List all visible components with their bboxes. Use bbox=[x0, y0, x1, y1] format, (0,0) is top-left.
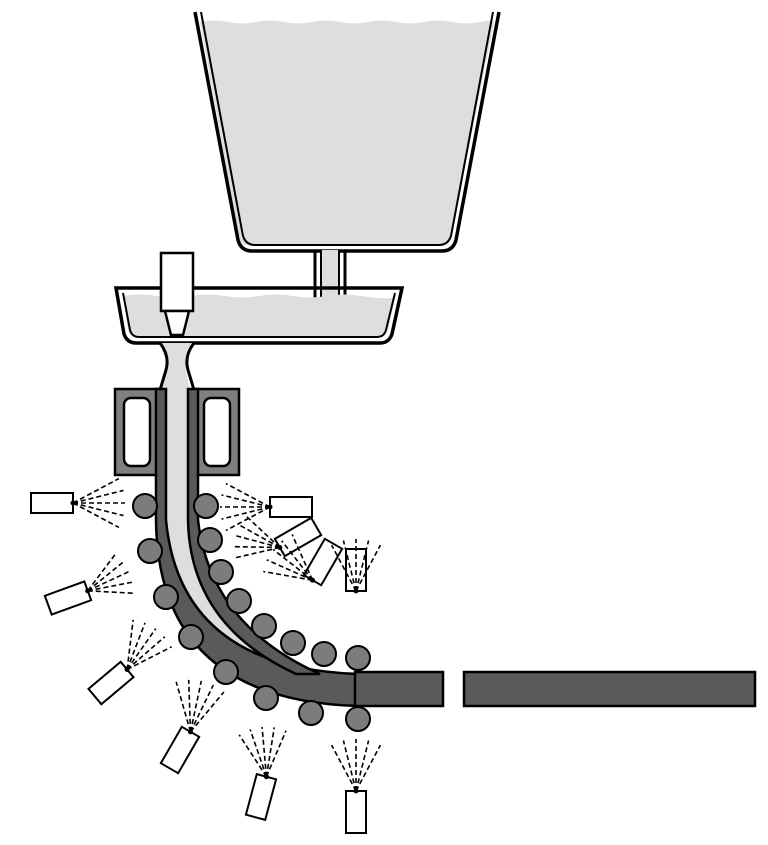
strand-inner-shell bbox=[186, 387, 321, 676]
mould-right-cooling-channel bbox=[202, 396, 232, 468]
spray-jet bbox=[330, 744, 357, 792]
spray-nozzle-body bbox=[345, 790, 367, 834]
spray-jet bbox=[237, 523, 281, 549]
spray-jet bbox=[330, 544, 357, 592]
spray-jet bbox=[221, 506, 271, 520]
spray-jet bbox=[355, 544, 382, 592]
spray-nozzle-body bbox=[273, 516, 323, 558]
spray-jet bbox=[244, 514, 281, 549]
strand-solid-section bbox=[353, 670, 445, 708]
support-roll bbox=[226, 588, 252, 614]
spray-jet bbox=[265, 727, 276, 777]
spray-jet bbox=[72, 502, 120, 529]
tundish-inner-wall bbox=[122, 292, 396, 338]
tundish bbox=[113, 251, 405, 345]
spray-jet bbox=[261, 726, 268, 777]
support-roll bbox=[178, 624, 204, 650]
spray-jet bbox=[126, 636, 166, 671]
spray-jet bbox=[272, 548, 313, 581]
spray-nozzle-body bbox=[43, 580, 93, 616]
spray-jet bbox=[355, 744, 382, 792]
support-roll bbox=[193, 493, 219, 519]
support-roll bbox=[280, 630, 306, 656]
support-roll bbox=[132, 493, 158, 519]
spray-nozzle bbox=[238, 726, 287, 822]
support-roll bbox=[153, 584, 179, 610]
support-roll bbox=[298, 700, 324, 726]
spray-jet bbox=[225, 482, 271, 508]
spray-jet bbox=[126, 628, 157, 670]
spray-nozzle-body bbox=[30, 492, 74, 514]
ladle-liquid-steel bbox=[200, 20, 494, 245]
spray-jet bbox=[233, 534, 281, 549]
stopper-rod bbox=[159, 251, 195, 337]
spray-nozzle bbox=[330, 539, 382, 594]
spray-nozzle bbox=[30, 477, 125, 529]
support-roll bbox=[213, 659, 239, 685]
spray-nozzles bbox=[30, 477, 382, 834]
spray-nozzle bbox=[159, 679, 225, 775]
spray-nozzle-body bbox=[159, 725, 201, 775]
support-rolls bbox=[132, 493, 371, 732]
spray-jet bbox=[281, 540, 314, 581]
spray-jet bbox=[221, 494, 271, 508]
spray-jet bbox=[187, 679, 192, 732]
spray-jet bbox=[263, 570, 313, 581]
spray-jet bbox=[342, 740, 357, 792]
spray-jet bbox=[266, 559, 313, 581]
spray-jet bbox=[355, 540, 370, 592]
cut-slab bbox=[462, 670, 757, 708]
support-roll bbox=[137, 538, 163, 564]
spray-jet bbox=[232, 546, 280, 560]
spray-nozzle-body bbox=[244, 772, 278, 822]
spray-jet bbox=[342, 540, 357, 592]
spray-nozzle bbox=[43, 553, 134, 616]
spray-nozzle bbox=[87, 619, 173, 706]
spray-nozzle bbox=[220, 482, 313, 532]
spray-jet bbox=[72, 489, 124, 504]
ladle bbox=[193, 11, 501, 316]
strand bbox=[154, 387, 445, 708]
spray-jet bbox=[189, 680, 203, 732]
support-roll bbox=[251, 613, 277, 639]
spray-jet bbox=[87, 553, 117, 592]
spray-jet bbox=[72, 502, 124, 517]
spray-nozzle bbox=[263, 534, 344, 587]
spray-jet bbox=[87, 581, 134, 592]
spray-jet bbox=[238, 734, 268, 778]
spray-jet bbox=[175, 681, 192, 733]
spray-jet bbox=[189, 684, 215, 733]
tundish-wall bbox=[113, 286, 405, 345]
spray-jet bbox=[72, 477, 120, 504]
support-roll bbox=[208, 559, 234, 585]
spray-jet bbox=[126, 646, 173, 671]
spray-jet bbox=[126, 622, 146, 670]
spray-jet bbox=[231, 545, 280, 549]
support-roll bbox=[345, 706, 371, 732]
spray-nozzle-body bbox=[269, 496, 313, 518]
ladle-wall bbox=[193, 11, 501, 253]
spray-jet bbox=[291, 534, 314, 581]
spray-jet bbox=[87, 590, 134, 595]
spray-jet bbox=[265, 730, 287, 778]
support-roll bbox=[311, 641, 337, 667]
submerged-entry-nozzle bbox=[158, 342, 196, 391]
spray-jet bbox=[189, 691, 225, 733]
spray-nozzle bbox=[330, 739, 382, 834]
spray-jet bbox=[249, 729, 268, 777]
spray-jet bbox=[355, 740, 370, 792]
ladle-inner-wall bbox=[200, 11, 494, 246]
support-roll bbox=[345, 645, 371, 671]
spray-jet bbox=[126, 619, 134, 670]
spray-nozzle bbox=[231, 514, 323, 560]
mould-left-cooling-channel bbox=[122, 396, 152, 468]
support-roll bbox=[197, 527, 223, 553]
support-roll bbox=[253, 685, 279, 711]
